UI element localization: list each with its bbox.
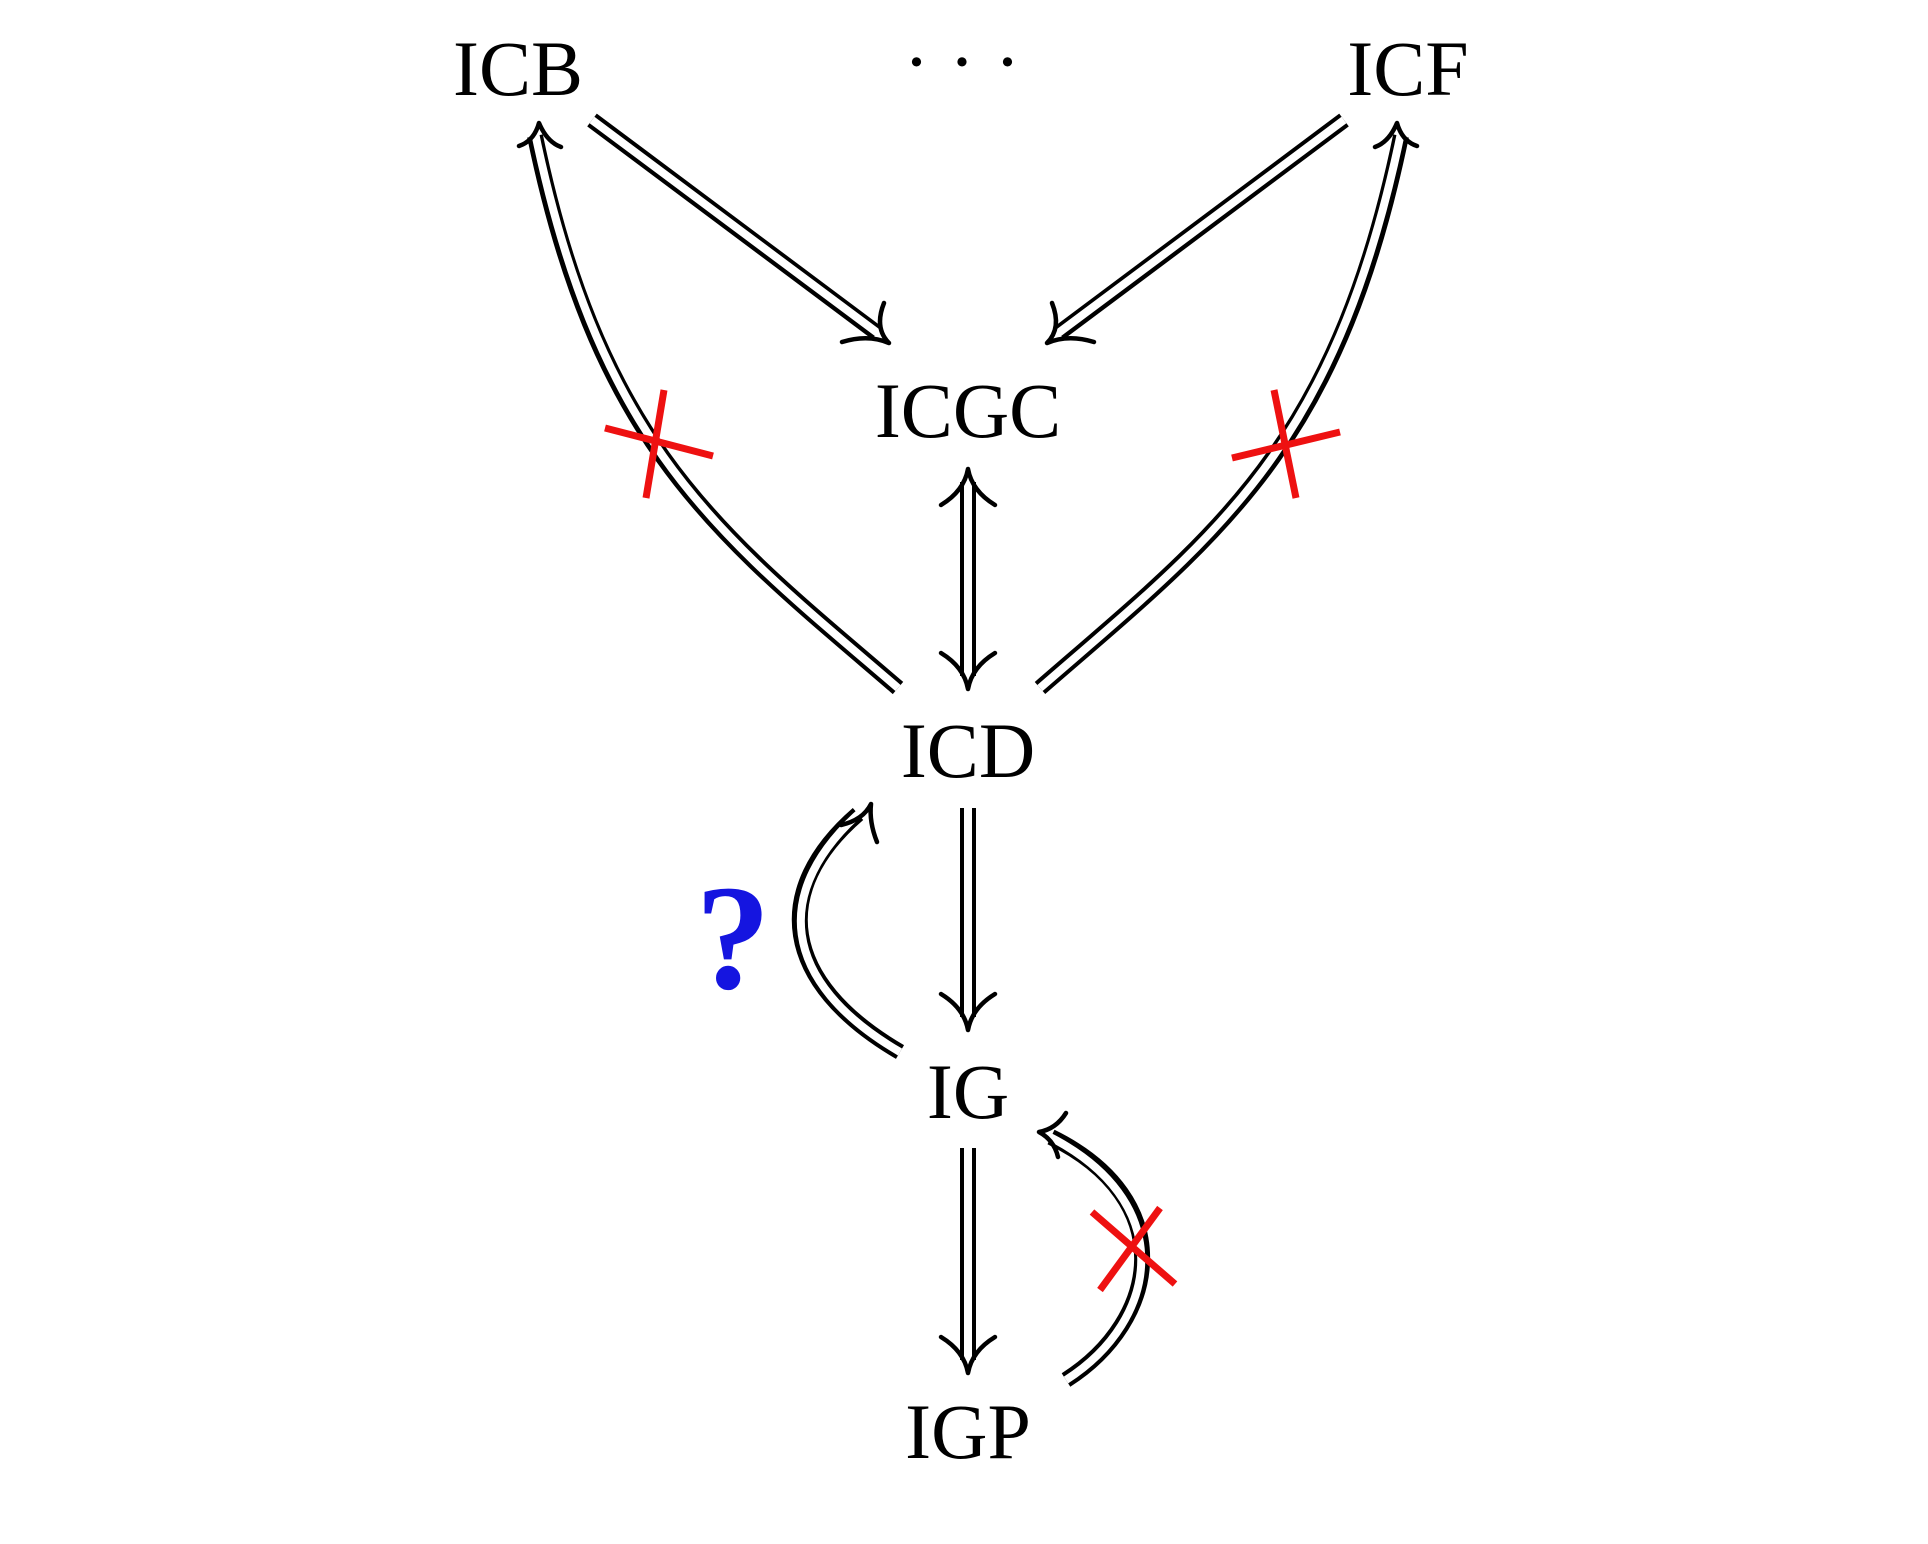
cross-mark-icd-icb — [604, 389, 714, 499]
arrow-icd-to-icb-negated — [516, 120, 904, 695]
arrow-icb-to-icgc — [587, 113, 892, 346]
node-icgc: ICGC — [875, 367, 1061, 454]
arrow-icgc-icd-bidirectional — [938, 466, 998, 692]
node-ig: IG — [927, 1048, 1009, 1135]
node-igp: IGP — [905, 1388, 1031, 1475]
node-icb: ICB — [453, 25, 583, 112]
node-icf: ICF — [1347, 25, 1468, 112]
arrow-ig-to-icd-questioned — [791, 801, 905, 1059]
node-ellipsis: · · · — [904, 18, 1021, 105]
cross-mark-icd-icf — [1231, 389, 1341, 499]
cross-mark-igp-ig — [1089, 1205, 1178, 1293]
node-icd: ICD — [901, 707, 1035, 794]
arrow-ig-to-igp — [938, 1148, 998, 1376]
arrow-icf-to-icgc — [1044, 113, 1349, 346]
arrow-icd-to-ig — [938, 808, 998, 1033]
question-mark-icon: ? — [696, 855, 771, 1021]
arrow-icd-to-icf-negated — [1034, 120, 1420, 695]
